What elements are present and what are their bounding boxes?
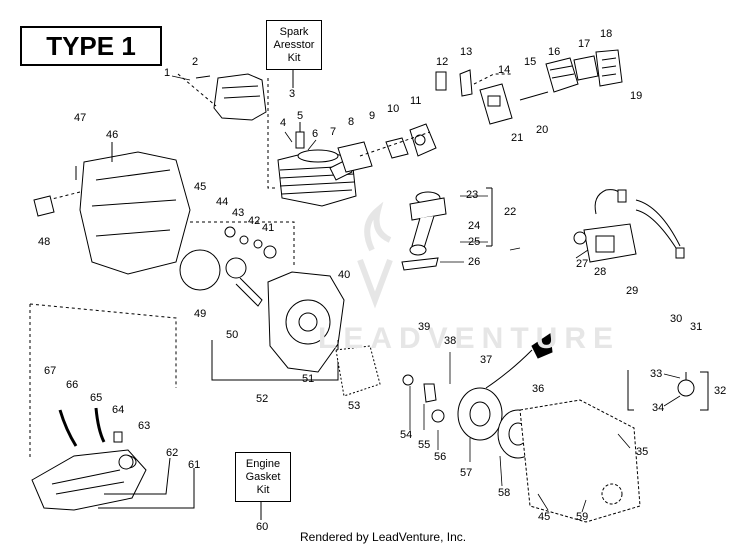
- callout-30: 30: [670, 313, 683, 325]
- callout-67: 67: [44, 365, 57, 377]
- callout-8: 8: [348, 116, 355, 128]
- callout-40: 40: [338, 269, 351, 281]
- callout-60: 60: [256, 521, 269, 533]
- callout-51: 51: [302, 373, 315, 385]
- callout-54: 54: [400, 429, 413, 441]
- callout-11: 11: [410, 95, 422, 107]
- callout-7: 7: [330, 126, 337, 138]
- watermark-text: LEADVENTURE: [318, 322, 621, 355]
- callout-50: 50: [226, 329, 239, 341]
- callout-1: 1: [164, 67, 171, 79]
- leader-lines: [171, 75, 681, 513]
- callout-32: 32: [714, 385, 727, 397]
- callout-4: 4: [280, 117, 287, 129]
- callout-45-lower: 45: [538, 511, 551, 523]
- muffler-cover: [195, 73, 267, 121]
- callout-39: 39: [418, 321, 431, 333]
- callout-33: 33: [650, 368, 663, 380]
- fan-housing: [519, 399, 641, 523]
- type-label: TYPE 1: [20, 26, 162, 66]
- spark-plug: [295, 122, 305, 149]
- footer-credit: Rendered by LeadVenture, Inc.: [300, 530, 467, 544]
- callout-13: 13: [460, 46, 473, 58]
- cylinder: [277, 149, 357, 207]
- bearings: [224, 226, 277, 259]
- callout-45-upper: 45: [194, 181, 207, 193]
- callout-12: 12: [436, 56, 449, 68]
- callout-43: 43: [232, 207, 245, 219]
- watermark-logo: [357, 201, 393, 309]
- callout-48: 48: [38, 236, 51, 248]
- carburetor: [435, 69, 513, 125]
- callout-25: 25: [468, 236, 481, 248]
- callout-36: 36: [532, 383, 545, 395]
- callout-21: 21: [511, 132, 524, 144]
- callout-9: 9: [369, 110, 376, 122]
- callout-46: 46: [106, 129, 119, 141]
- callout-53: 53: [348, 400, 361, 412]
- ignition-module: [573, 189, 685, 263]
- primer-parts: [627, 370, 709, 411]
- crankshaft: [225, 257, 263, 307]
- callout-23: 23: [466, 189, 479, 201]
- callout-26: 26: [468, 256, 481, 268]
- callout-27: 27: [576, 258, 589, 270]
- callout-14: 14: [498, 64, 511, 76]
- callout-24: 24: [468, 220, 481, 232]
- callout-49: 49: [194, 308, 207, 320]
- callout-31: 31: [690, 321, 703, 333]
- gasket-49: [179, 249, 221, 291]
- callout-6: 6: [312, 128, 319, 140]
- callout-34: 34: [652, 402, 665, 414]
- callout-29: 29: [626, 285, 639, 297]
- callout-35: 35: [636, 446, 649, 458]
- callout-56: 56: [434, 451, 447, 463]
- callout-66: 66: [66, 379, 79, 391]
- callout-37: 37: [480, 354, 493, 366]
- callout-15: 15: [524, 56, 537, 68]
- callout-18: 18: [600, 28, 613, 40]
- gear-housing: [335, 345, 381, 397]
- callout-41: 41: [262, 222, 275, 234]
- callout-47: 47: [74, 112, 87, 124]
- crankcase: [79, 151, 345, 373]
- air-filter: [545, 49, 623, 93]
- callout-57: 57: [460, 467, 473, 479]
- callout-3: 3: [289, 88, 296, 100]
- callout-2: 2: [192, 56, 199, 68]
- callout-65: 65: [90, 392, 103, 404]
- callout-55: 55: [418, 439, 431, 451]
- callout-17: 17: [578, 38, 591, 50]
- callout-19: 19: [630, 90, 643, 102]
- callout-20: 20: [536, 124, 549, 136]
- callout-38: 38: [444, 335, 457, 347]
- callout-52: 52: [256, 393, 269, 405]
- callout-22: 22: [504, 206, 517, 218]
- callout-62: 62: [166, 447, 179, 459]
- spark-arrestor-kit-label: Spark Aresstor Kit: [266, 20, 322, 70]
- piston-assembly: [401, 191, 447, 271]
- callout-42: 42: [248, 215, 261, 227]
- callout-10: 10: [387, 103, 400, 115]
- callout-64: 64: [112, 404, 125, 416]
- callout-59: 59: [576, 511, 589, 523]
- callout-16: 16: [548, 46, 561, 58]
- engine-gasket-kit-label: Engine Gasket Kit: [235, 452, 291, 502]
- callout-5: 5: [297, 110, 304, 122]
- intake-parts: [329, 123, 437, 181]
- callout-63: 63: [138, 420, 151, 432]
- callout-58: 58: [498, 487, 511, 499]
- callout-44: 44: [216, 196, 229, 208]
- callout-28: 28: [594, 266, 607, 278]
- callout-61: 61: [188, 459, 201, 471]
